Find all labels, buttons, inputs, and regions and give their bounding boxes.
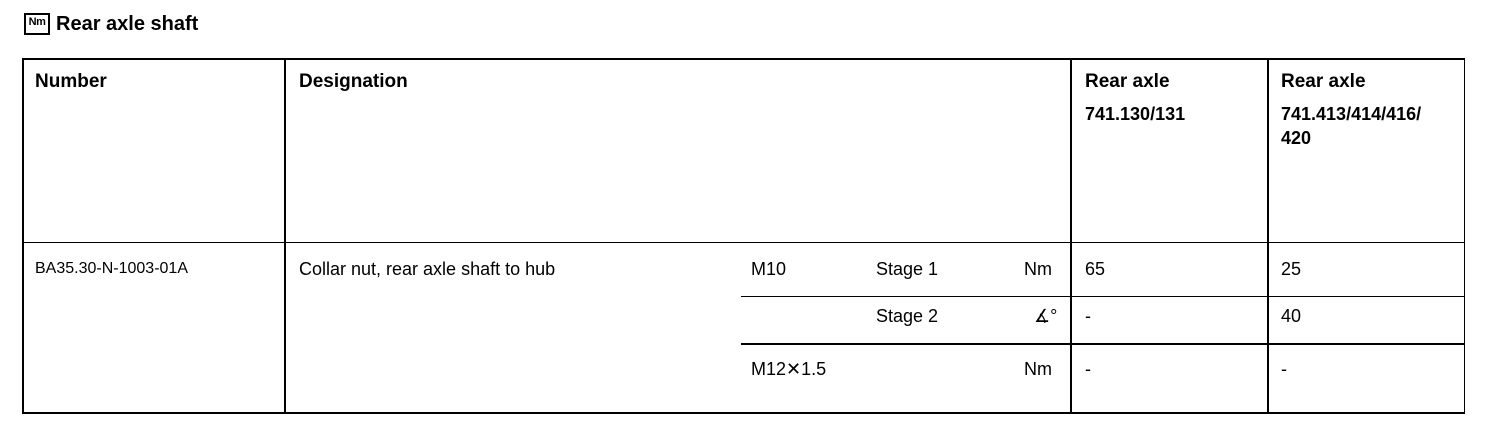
sub-row-thread: M12✕1.5 (751, 359, 827, 379)
section-title: Rear axle shaft (56, 12, 199, 35)
col-divider (1070, 60, 1072, 412)
sub-row-divider (741, 296, 1465, 297)
header-rear-axle-a: Rear axle (1085, 71, 1170, 92)
sub-row-unit: Nm (1024, 259, 1052, 279)
row-designation: Collar nut, rear axle shaft to hub (299, 259, 556, 279)
col-divider (1267, 60, 1269, 412)
row-number: BA35.30-N-1003-01A (35, 260, 188, 277)
sub-row-value-b: - (1281, 359, 1287, 379)
header-rear-axle-b-model-cont: 420 (1281, 128, 1312, 148)
sub-row-divider (741, 343, 1465, 345)
sub-row-thread: M10 (751, 259, 787, 279)
sub-row-value-a: 65 (1085, 259, 1106, 279)
header-row-divider (24, 242, 1465, 243)
header-rear-axle-b-model: 741.413/414/416/ (1281, 104, 1422, 124)
sub-row-value-b: 25 (1281, 259, 1302, 279)
torque-table: Number Designation Rear axle 741.130/131… (22, 58, 1465, 414)
sub-row-stage: Stage 2 (876, 306, 939, 326)
header-rear-axle-b: Rear axle (1281, 71, 1366, 92)
angle-unit-icon: ∡° (1034, 306, 1058, 326)
sub-row-value-a: - (1085, 359, 1091, 379)
sub-row-value-a: - (1085, 306, 1091, 326)
torque-nm-icon: Nm (24, 13, 50, 35)
sub-row-unit: Nm (1024, 359, 1052, 379)
sub-row-value-b: 40 (1281, 306, 1302, 326)
table-right-border (1464, 60, 1465, 412)
header-rear-axle-a-model: 741.130/131 (1085, 104, 1186, 124)
sub-row-stage: Stage 1 (876, 259, 939, 279)
col-divider (284, 60, 286, 412)
header-designation: Designation (299, 71, 408, 92)
section-heading: Nm Rear axle shaft (24, 11, 198, 37)
header-number: Number (35, 71, 107, 92)
